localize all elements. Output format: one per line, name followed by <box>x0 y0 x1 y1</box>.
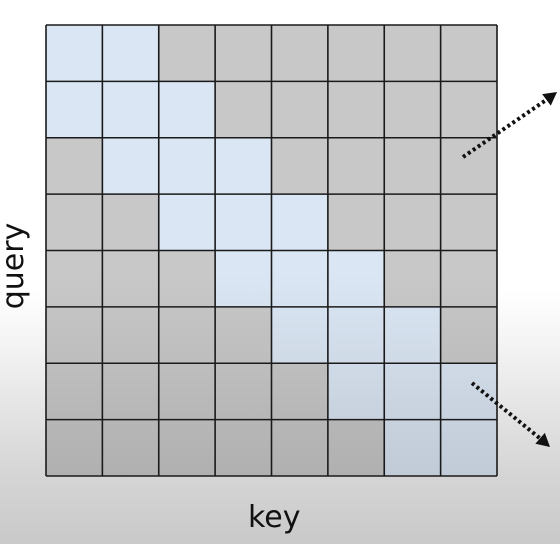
y-axis-label: query <box>0 222 31 310</box>
x-axis-label: key <box>248 500 301 535</box>
arrow-down-right-head <box>535 432 550 447</box>
grid-lines <box>45 24 498 477</box>
arrow-up-right-head <box>542 92 557 106</box>
arrow-down-right <box>470 381 550 447</box>
dotted-arrows <box>461 92 557 447</box>
arrow-up-right-shaft <box>461 96 551 159</box>
arrow-up-right <box>461 92 557 159</box>
